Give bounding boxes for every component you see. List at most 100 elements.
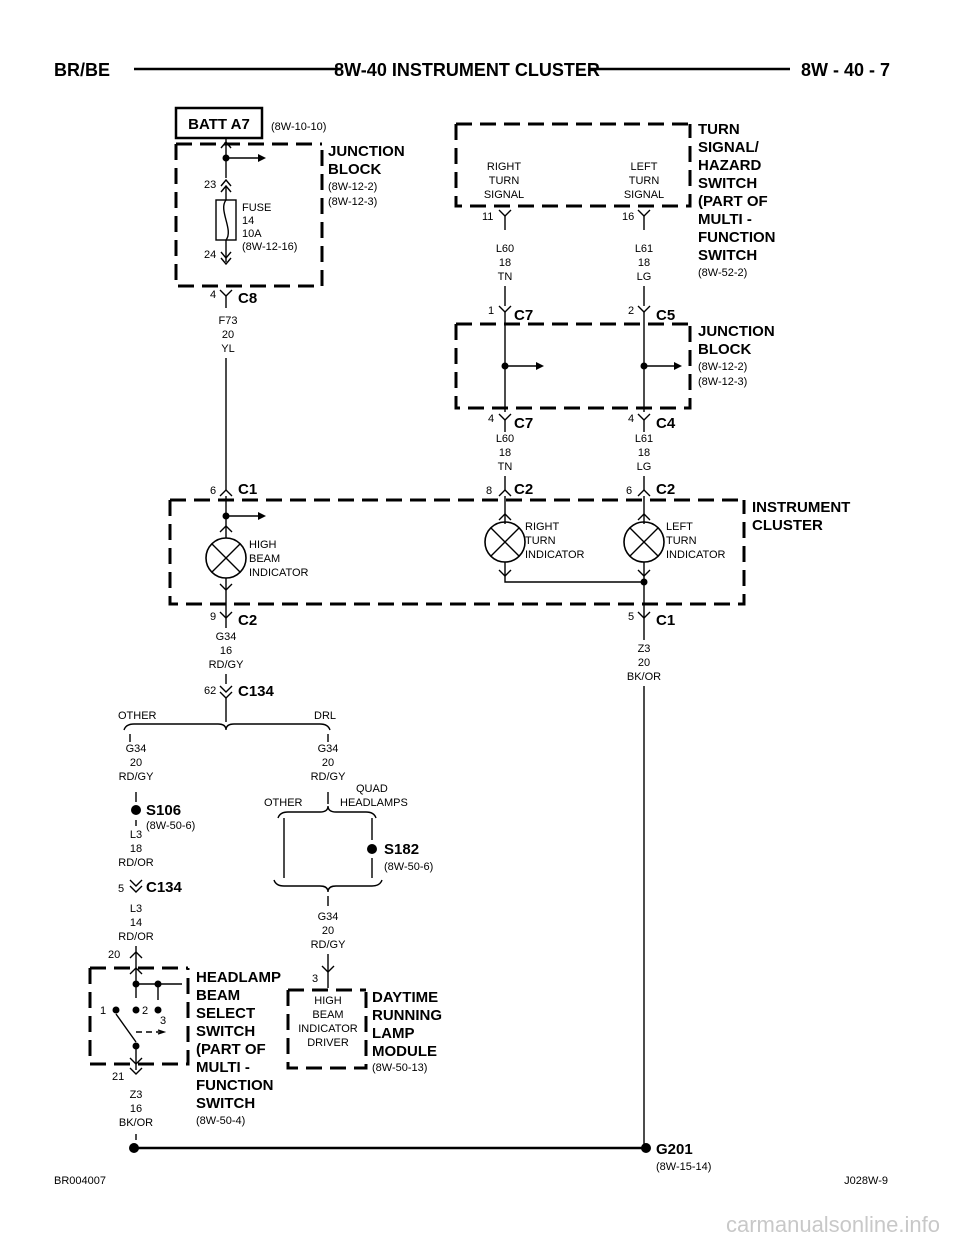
- batt-box: [174, 106, 264, 140]
- watermark: carmanualsonline.info: [726, 1212, 940, 1237]
- split-top-right: DRL: [314, 710, 336, 722]
- cluster-c1-bot-pin: 5: [628, 611, 634, 623]
- wire-l60-a-circuit: L60: [496, 243, 514, 255]
- s182-splice: [367, 844, 377, 854]
- wire-l61-b-color: LG: [637, 461, 652, 473]
- cluster-title1: INSTRUMENT: [752, 499, 850, 516]
- left-turn-tick: [637, 513, 651, 521]
- hl-switch-frame: [88, 966, 190, 1066]
- hl-switch-dash-arrow: [157, 1029, 167, 1035]
- wire-l61-b-gauge: 18: [638, 447, 650, 459]
- c5-pin: 2: [628, 305, 634, 317]
- wire-l61-a-gauge: 18: [638, 257, 650, 269]
- turn-switch-title-4: SWITCH: [698, 175, 757, 192]
- c8-pin: 4: [210, 289, 216, 301]
- wire-z3-16-circuit: Z3: [130, 1089, 143, 1101]
- turn-switch-right-2: TURN: [489, 175, 520, 187]
- turn-switch-left-terminal: [637, 209, 651, 217]
- fuse-label: FUSE: [242, 202, 271, 214]
- ground-bus-left-splice: [129, 1143, 139, 1153]
- jb-mid-arrow-left: [674, 362, 682, 370]
- c134-bot-pin: 5: [118, 883, 124, 895]
- hl-switch-contact-1: [112, 1006, 120, 1014]
- wire-l3-18-color: RD/OR: [118, 857, 154, 869]
- footer-left: BR004007: [54, 1175, 106, 1187]
- wire-l3-18-gauge: 18: [130, 843, 142, 855]
- c7-bot-label: C7: [514, 415, 533, 432]
- cluster-c2-bot-pin: 9: [210, 611, 216, 623]
- c134-top-terminal: [219, 685, 233, 699]
- fuse-ref: (8W-12-16): [242, 241, 297, 253]
- wire-f73-circuit: F73: [219, 315, 238, 327]
- wire-l61-a-circuit: L61: [635, 243, 653, 255]
- footer-right: J028W-9: [844, 1175, 888, 1187]
- wire-l60-b-gauge: 18: [499, 447, 511, 459]
- wire-g34-20-l-gauge: 20: [130, 757, 142, 769]
- junction-block-mid-ref1: (8W-12-2): [698, 361, 747, 373]
- hl-switch-pin-top: 20: [108, 949, 120, 961]
- s106-splice: [131, 805, 141, 815]
- hl-switch-out-tick: [129, 1057, 143, 1065]
- c8-label: C8: [238, 290, 257, 307]
- split-mid-right-2: HEADLAMPS: [340, 797, 408, 809]
- hl-switch-title-2: BEAM: [196, 987, 240, 1004]
- wire-l60-b-circuit: L60: [496, 433, 514, 445]
- cluster-c1-bot-label: C1: [656, 612, 675, 629]
- hl-switch-bus: [136, 983, 159, 1000]
- drl-title-1: DAYTIME: [372, 989, 438, 1006]
- wire-l3-14-circuit: L3: [130, 903, 142, 915]
- right-turn-label-3: INDICATOR: [525, 549, 585, 561]
- wire-g34-20-l-circuit: G34: [126, 743, 147, 755]
- wire-g34-20-c-gauge: 20: [322, 925, 334, 937]
- turn-switch-title-6: MULTI -: [698, 211, 752, 228]
- cluster-c2b-terminal: [637, 489, 651, 497]
- turn-switch-title-1: TURN: [698, 121, 740, 138]
- junction-block-top-ref2: (8W-12-3): [328, 196, 377, 208]
- left-turn-lamp-cross: [629, 527, 659, 557]
- hl-switch-pos2: 2: [142, 1005, 148, 1017]
- right-turn-return: [504, 562, 644, 583]
- turn-switch-title-5: (PART OF: [698, 193, 768, 210]
- turn-switch-title-3: HAZARD: [698, 157, 761, 174]
- wire-l3-14-gauge: 14: [130, 917, 142, 929]
- hl-switch-ref: (8W-50-4): [196, 1115, 245, 1127]
- wire-l60-a-color: TN: [498, 271, 513, 283]
- turn-switch-title-2: SIGNAL/: [698, 139, 760, 156]
- junction-block-mid-title2: BLOCK: [698, 341, 751, 358]
- wire-l61-a-color: LG: [637, 271, 652, 283]
- wire-l61-b-circuit: L61: [635, 433, 653, 445]
- drl-driver-2: BEAM: [312, 1009, 343, 1021]
- cluster-c2-bot-label: C2: [238, 612, 257, 629]
- wire-g34-20-r-color: RD/GY: [311, 771, 347, 783]
- fuse-pin-out: 24: [204, 249, 216, 261]
- header-page: 8W - 40 - 7: [801, 60, 890, 80]
- c4-pin: 4: [628, 413, 634, 425]
- cluster-ground-splice: [640, 578, 648, 586]
- hl-switch-feed-tick: [129, 967, 143, 975]
- junction-block-mid-ref2: (8W-12-3): [698, 376, 747, 388]
- split-mid-bracket: [277, 805, 377, 819]
- s182-label: S182: [384, 841, 419, 858]
- split-top-left: OTHER: [118, 710, 157, 722]
- c7-top-label: C7: [514, 307, 533, 324]
- drl-driver-1: HIGH: [314, 995, 342, 1007]
- wire-z3-20-color: BK/OR: [627, 671, 661, 683]
- fuse-rating: 10A: [242, 228, 262, 240]
- high-beam-tick: [219, 525, 233, 533]
- hl-switch-title-6: MULTI -: [196, 1059, 250, 1076]
- c8-terminal: [219, 289, 233, 297]
- wire-g34-20-c-color: RD/GY: [311, 939, 347, 951]
- wire-g34-20-r-gauge: 20: [322, 757, 334, 769]
- wire-g34-20-c-circuit: G34: [318, 911, 339, 923]
- fuse-pin-in: 23: [204, 179, 216, 191]
- s106-ref: (8W-50-6): [146, 820, 195, 832]
- drl-title-4: MODULE: [372, 1043, 437, 1060]
- wire-l60-a-gauge: 18: [499, 257, 511, 269]
- ground-g201-point: [641, 1143, 651, 1153]
- hl-switch-pos1: 1: [100, 1005, 106, 1017]
- batt-label: BATT A7: [188, 116, 250, 133]
- turn-switch-right-3: SIGNAL: [484, 189, 524, 201]
- split-mid-right-1: QUAD: [356, 783, 388, 795]
- hl-switch-title-7: FUNCTION: [196, 1077, 274, 1094]
